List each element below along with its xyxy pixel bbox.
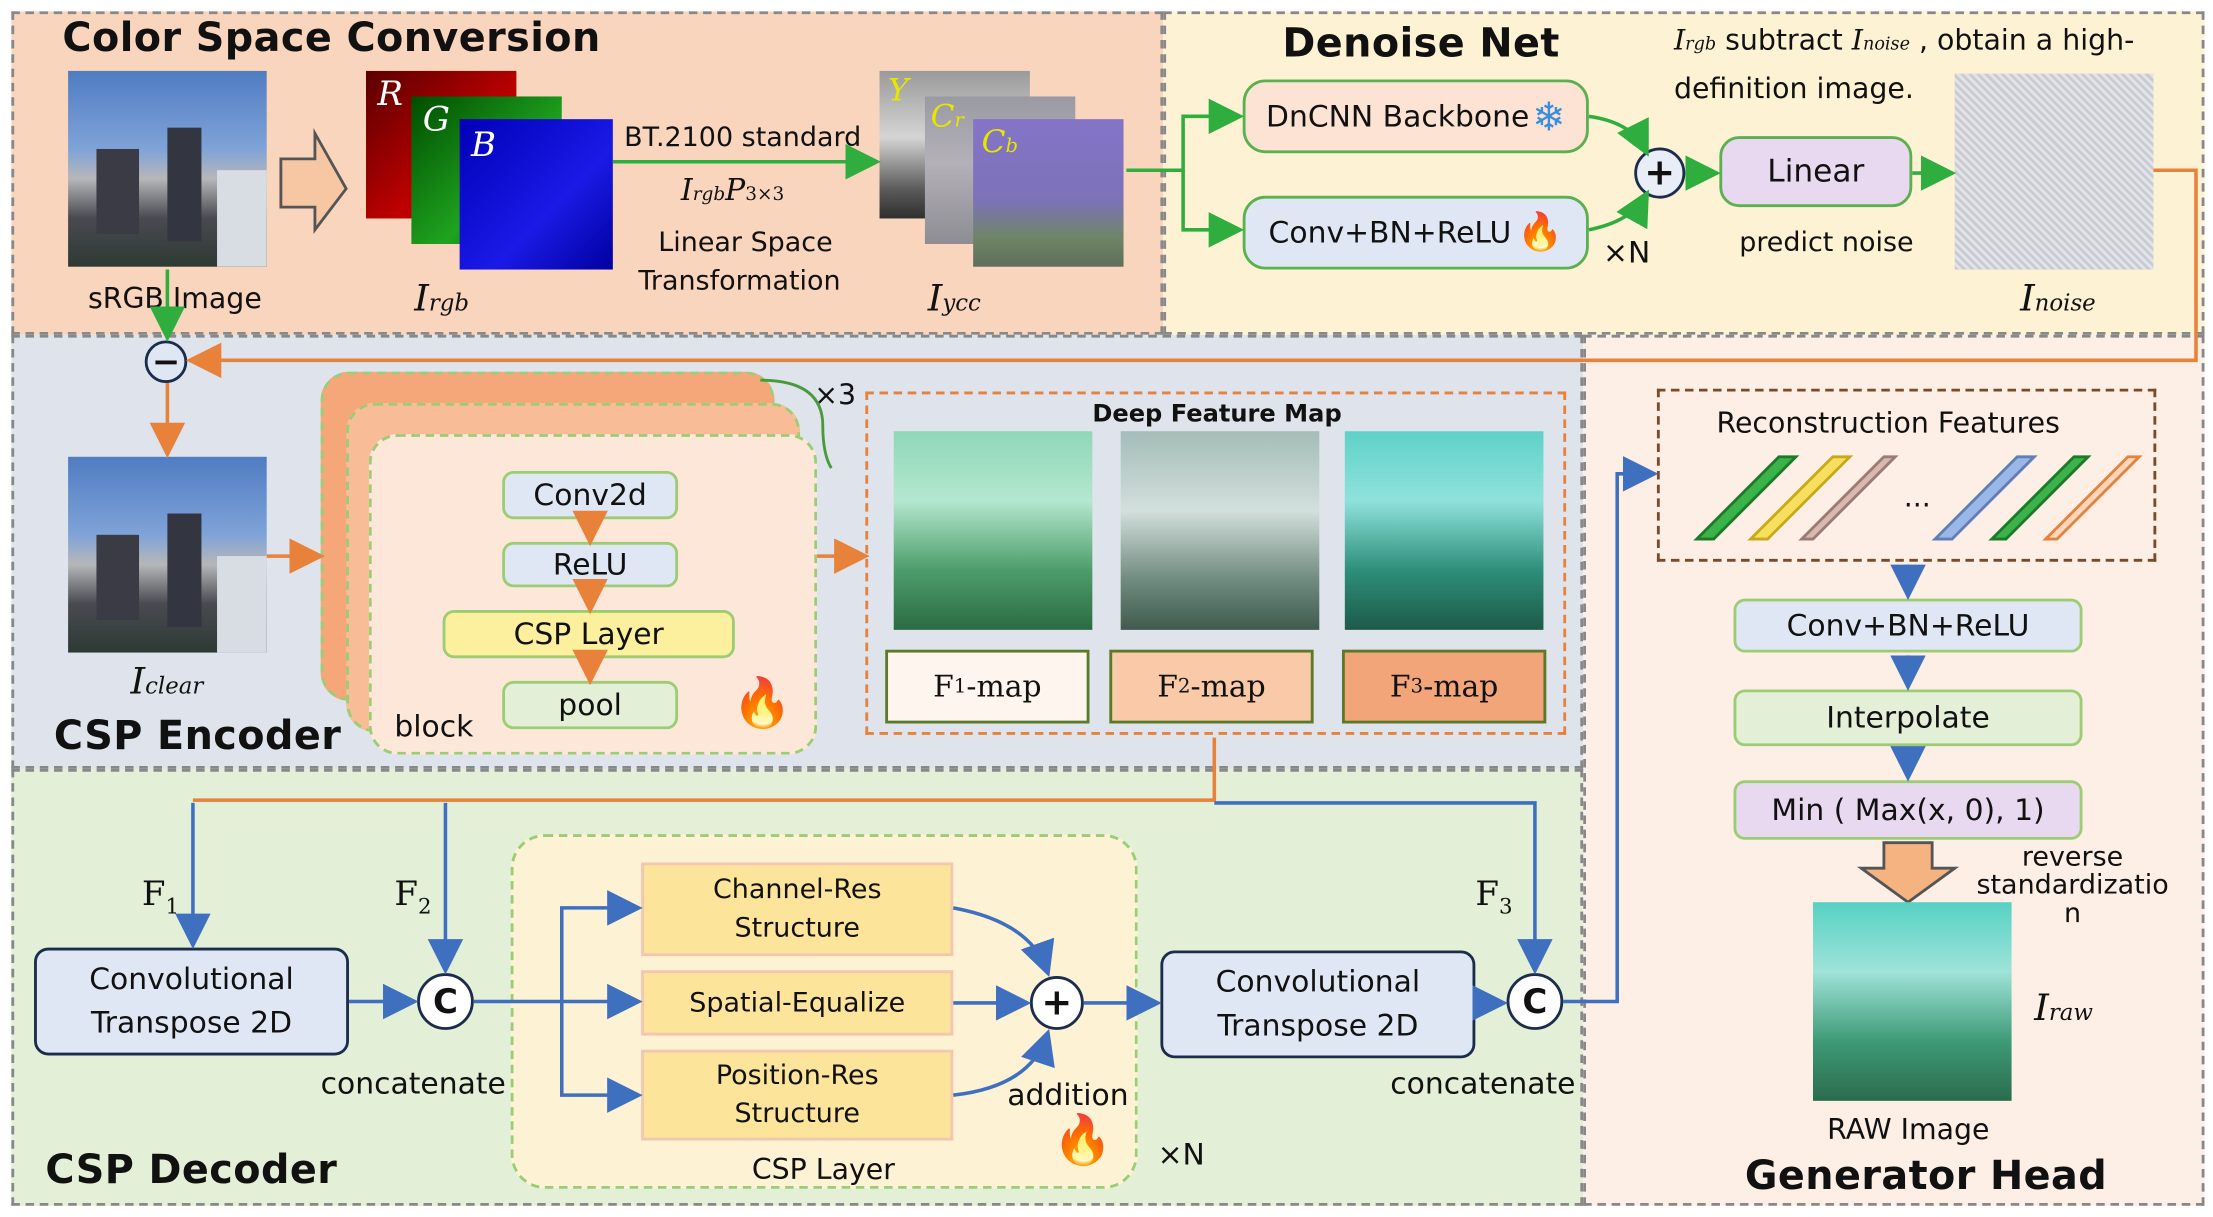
layer-relu: ReLU [502,541,679,588]
transform-line2: Transformation [638,265,841,297]
raw-image-label: RAW Image [1827,1112,1990,1147]
feature-map-3-image [1344,431,1544,630]
denoise-note-line1: Irgb subtract Inoise , obtain a high- [1673,22,2135,57]
minmax-block: Min ( Max(x, 0), 1) [1733,780,2083,840]
denoise-plus-node: + [1634,147,1686,199]
iclear-image [68,456,267,653]
decoder-fire-icon: 🔥 [1052,1112,1113,1169]
color-space-title: Color Space Conversion [62,14,601,61]
snowflake-icon: ❄ [1532,92,1566,140]
channel-g-label: G [422,99,450,140]
minus-node: − [144,340,188,384]
dncnn-label: DnCNN Backbone [1266,99,1530,134]
dncnn-backbone: DnCNN Backbone ❄ [1242,79,1589,154]
spatial-equalize-block: Spatial-Equalize [641,970,954,1036]
fire-icon: 🔥 [1517,211,1563,254]
denoise-note-line2: definition image. [1673,70,1914,105]
decoder-title: CSP Decoder [45,1146,338,1194]
layer-pool: pool [502,680,679,730]
iclear-label: Iclear [130,661,204,704]
addition-label: addition [1007,1078,1129,1113]
irgb-label: Irgb [414,278,470,321]
generator-title: Generator Head [1744,1151,2108,1199]
denoise-conv-label: Conv+BN+ReLU [1268,215,1512,250]
times3-label: ×3 [814,377,857,412]
decoder-plus-node: + [1029,975,1084,1030]
iraw-label: Iraw [2034,987,2093,1030]
concat-node-1: C [417,973,474,1030]
concatenate-label-2: concatenate [1390,1066,1576,1101]
decoder-f1-label: F1 [141,873,180,919]
decoder-csp-label: CSP Layer [751,1151,895,1186]
iycc-label: Iycc [927,278,981,321]
recon-features-box [1656,388,2157,562]
predict-noise-label: predict noise [1739,226,1914,259]
decoder-f3-label: F3 [1475,873,1513,919]
denoise-conv-block: Conv+BN+ReLU 🔥 [1242,195,1589,270]
feature-map-1-image [893,431,1093,630]
denoise-times-n: ×N [1603,235,1651,270]
encoder-fire-icon: 🔥 [731,675,793,732]
channel-cb-label: Cb [981,124,1018,161]
decoder-times-n: ×N [1157,1137,1205,1172]
transform-matrix: IrgbP3×3 [680,173,785,208]
interpolate-block: Interpolate [1733,689,2083,747]
deep-feature-title: Deep Feature Map [1092,400,1342,429]
linear-block: Linear [1719,136,1913,208]
inoise-label: Inoise [2020,278,2096,321]
layer-conv2d: Conv2d [502,470,679,520]
channel-y-label: Y [888,73,909,110]
transform-line1: Linear Space [658,226,833,259]
recon-features-title: Reconstruction Features [1716,405,2060,440]
recon-ellipsis: ... [1903,479,1931,514]
gen-conv-block: Conv+BN+ReLU [1733,598,2083,653]
layer-csp: CSP Layer [442,609,735,659]
feature-map-2-image [1120,431,1320,630]
concat-node-2: C [1506,973,1564,1030]
denoise-title: Denoise Net [1282,19,1560,67]
srgb-image [68,70,267,267]
decoder-f2-label: F2 [394,873,432,919]
channel-r-label: R [377,73,403,114]
bt2100-label: BT.2100 standard [624,121,862,154]
noise-image [1954,73,2154,270]
concatenate-label-1: concatenate [320,1066,506,1101]
encoder-title: CSP Encoder [53,712,342,759]
srgb-label: sRGB Image [87,280,262,315]
block-label: block [394,709,474,744]
channel-b-label: B [470,124,497,165]
channel-cr-label: Cr [930,99,964,135]
raw-image [1812,902,2012,1101]
